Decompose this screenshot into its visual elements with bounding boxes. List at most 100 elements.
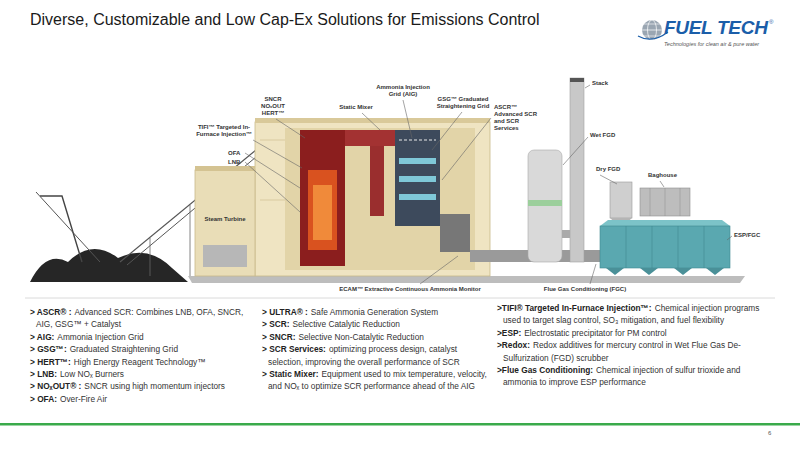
ground-platform [188,276,745,283]
leader-lines [442,118,491,180]
callout-label: Steam Turbine [199,216,251,223]
boiler-building [399,140,436,141]
callout-label: Stack [592,80,622,87]
coal-yard [40,196,82,262]
turbine-building [195,170,255,276]
esp-unit [600,220,730,275]
glossary-definition: High Energy Reagent Technology™ [74,357,206,367]
callout-label: Baghouse [648,172,684,179]
glossary-entry: > Static Mixer:Equipment used to mix tem… [262,368,492,393]
leader-lines [727,236,732,240]
divider-lines [25,298,775,299]
glossary-definition: Graduated Straightening Grid [70,344,178,354]
boiler-building [440,214,470,252]
glossary-definition: Electrostatic precipitator for PM contro… [524,328,666,338]
glossary-term: > SCR: [262,319,289,329]
registered-mark: ® [769,19,773,26]
boiler-building [255,118,600,276]
logo-globe [644,24,660,25]
esp-unit [606,268,624,275]
boiler-building [260,200,285,201]
logo-tagline: Technologies for clean air & pure water [664,41,759,47]
logo-globe [644,36,660,37]
esp-unit [674,268,692,275]
leader-lines [590,264,596,284]
glossary-entry: > ASCR® :Advanced SCR: Combines LNB, OFA… [30,306,256,331]
glossary-term: >ESP: [497,328,521,338]
boiler-building [399,158,436,164]
glossary-definition: Selective Catalytic Reduction [292,319,399,329]
callout-label: ESP/FGC [734,232,774,239]
divider-lines [0,298,800,426]
esp-unit [600,220,730,226]
glossary-term: > GSG™: [30,344,67,354]
glossary-entry: > OFA:Over-Fire Air [30,393,256,405]
glossary-entry: > HERT™:High Energy Reagent Technology™ [30,356,256,368]
boiler-building [313,185,332,240]
stack-and-wet-fgd [570,78,584,82]
stack-and-wet-fgd [528,200,562,206]
glossary-entry: > SCR Services:optimizing process design… [262,343,492,368]
glossary-entry: > NOₓOUT® :SNCR using high momentum inje… [30,380,256,392]
glossary-term: > OFA: [30,394,57,404]
coal-yard [30,150,256,282]
leader-lines [600,175,617,184]
glossary-term: > ASCR® : [30,307,72,317]
glossary-definition: Ammonia Injection Grid [57,332,143,342]
leader-lines [253,140,302,168]
esp-unit [704,226,705,268]
dry-fgd-and-baghouse [665,188,666,216]
boiler-building [255,122,490,276]
leader-lines [585,85,590,88]
leader-lines [660,181,664,187]
glossary-entry: > AIG:Ammonia Injection Grid [30,331,256,343]
callout-label: Ammonia Injection Grid (AIG) [370,84,436,98]
glossary-definition: Redox additives for mercury control in W… [503,340,741,362]
boiler-building [308,170,337,250]
dry-fgd-and-baghouse [640,188,690,216]
boiler-building [345,130,397,146]
leader-lines [432,112,462,150]
glossary-term: > SNCR: [262,332,295,342]
slide-title: Diverse, Customizable and Low Cap-Ex Sol… [30,11,540,29]
logo-globe [638,20,668,40]
esp-unit [652,226,653,268]
callout-label: LNB [228,159,252,166]
glossary-column: > ASCR® :Advanced SCR: Combines LNB, OFA… [30,306,256,405]
glossary-term: > SCR Services: [262,344,326,354]
glossary-entry: >Redox:Redox additives for mercury contr… [497,339,773,364]
divider-lines [0,423,800,426]
leader-lines [362,113,380,130]
coal-yard [190,205,191,276]
boiler-building [395,130,440,226]
callout-label: TIFI™ Targeted In-Furnace Injection™ [196,124,252,138]
glossary-entry: > LNB:Low NOₓ Burners [30,368,256,380]
callout-label: OFA [228,150,252,157]
callout-label: Wet FGD [590,132,630,139]
glossary-term: >TIFI® Targeted In-Furnace Injection™: [497,303,652,313]
dry-fgd-and-baghouse [680,188,681,216]
boiler-building [285,128,475,270]
esp-unit [600,226,730,268]
callout-label: GSG™ Graduated Straightening Grid [436,96,490,110]
turbine-building [195,166,255,171]
boiler-building [255,118,490,123]
glossary-term: > AIG: [30,332,54,342]
glossary-term: >Flue Gas Conditioning: [497,365,593,375]
glossary-entry: >TIFI® Targeted In-Furnace Injection™:Ch… [497,302,773,327]
leader-lines [276,119,305,138]
dry-fgd-and-baghouse [610,182,632,218]
turbine-building [203,245,247,267]
callout-label: Dry FGD [596,166,628,173]
boiler-building [260,140,285,141]
glossary-entry: > GSG™:Graduated Straightening Grid [30,343,256,355]
logo-globe [638,32,668,39]
glossary-column: >TIFI® Targeted In-Furnace Injection™:Ch… [497,302,773,389]
boiler-building [370,146,384,216]
glossary-entry: > ULTRA® :Safe Ammonia Generation System [262,306,492,318]
stack-and-wet-fgd [562,230,570,238]
stack-and-wet-fgd [570,78,584,262]
logo-wordmark: FUEL TECH [664,17,768,39]
boiler-building [300,130,345,266]
